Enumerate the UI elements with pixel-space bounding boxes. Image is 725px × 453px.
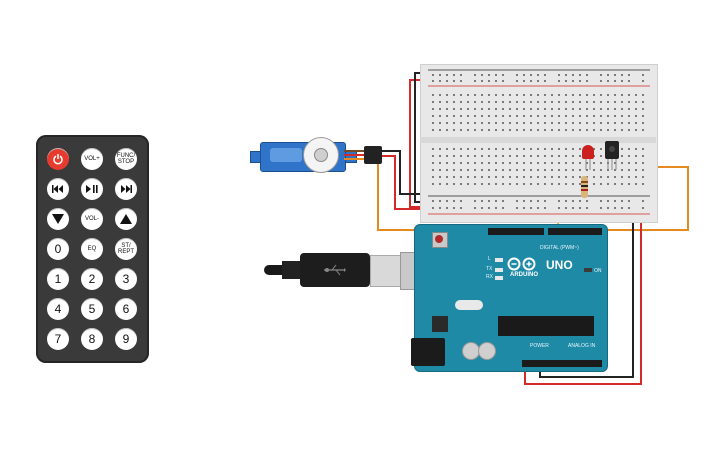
servo-hub: [314, 148, 328, 162]
l-led: [495, 258, 503, 262]
analog-in-label: ANALOG IN: [568, 343, 596, 349]
crystal-oscillator: [455, 300, 483, 310]
four-button[interactable]: 4: [47, 298, 69, 320]
arduino-logo-icon: [507, 257, 536, 271]
arduino-brand: ARDUINO: [510, 272, 538, 278]
voltage-regulator: [432, 316, 448, 332]
capacitor-right: [478, 342, 496, 360]
play-pause-icon: [86, 185, 98, 193]
eight-button[interactable]: 8: [81, 328, 103, 350]
power-header: [522, 360, 570, 367]
func-stop-label: FUNC/ STOP: [116, 153, 136, 165]
analog-header: [556, 360, 602, 367]
four-label: 4: [54, 302, 62, 316]
breadboard[interactable]: [420, 64, 658, 223]
st-rept-button[interactable]: ST/ REPT: [115, 238, 137, 260]
six-label: 6: [122, 302, 130, 316]
power-label: POWER: [530, 343, 549, 349]
reset-button[interactable]: [435, 235, 443, 243]
servo-label-plate: [270, 148, 302, 162]
usb-icon: [324, 264, 346, 276]
func-stop-button[interactable]: FUNC/ STOP: [115, 148, 137, 170]
rx-label: RX: [486, 274, 493, 280]
one-label: 1: [54, 272, 62, 286]
usb-cable-tail: [264, 265, 286, 275]
vol-down-label: VOL-: [84, 216, 99, 222]
three-button[interactable]: 3: [115, 268, 137, 290]
servo-connector: [364, 146, 382, 164]
ir-receiver-lens: [609, 146, 615, 152]
zero-button[interactable]: 0: [47, 238, 69, 260]
eq-button[interactable]: EQ: [81, 238, 103, 260]
rewind-button[interactable]: [47, 178, 69, 200]
two-button[interactable]: 2: [81, 268, 103, 290]
breadboard-center-gap: [420, 137, 656, 143]
nine-label: 9: [122, 332, 130, 346]
down-triangle-icon: [52, 214, 64, 224]
arduino-uno-board[interactable]: [414, 224, 608, 372]
digital-header-left: [488, 228, 544, 235]
l-label: L: [488, 256, 491, 262]
on-label: ON: [594, 268, 602, 274]
usb-plug[interactable]: [300, 253, 370, 287]
rx-led: [495, 276, 503, 280]
resistor[interactable]: [581, 176, 588, 198]
eq-label: EQ: [87, 246, 97, 252]
up-button[interactable]: [115, 208, 137, 230]
five-label: 5: [88, 302, 96, 316]
digital-label: DIGITAL (PWM~): [540, 245, 579, 251]
down-button[interactable]: [47, 208, 69, 230]
power-button[interactable]: [47, 148, 69, 170]
tx-label: TX: [486, 266, 493, 272]
red-led[interactable]: [582, 145, 594, 159]
up-triangle-icon: [120, 214, 132, 224]
one-button[interactable]: 1: [47, 268, 69, 290]
zero-label: 0: [54, 242, 62, 256]
fast-forward-button[interactable]: [115, 178, 137, 200]
two-label: 2: [88, 272, 96, 286]
digital-header-right: [548, 228, 602, 235]
rewind-icon: [52, 185, 63, 193]
power-icon: [53, 154, 63, 165]
st-rept-label: ST/ REPT: [117, 243, 134, 255]
three-label: 3: [122, 272, 130, 286]
on-led: [584, 268, 592, 272]
eight-label: 8: [88, 332, 96, 346]
microcontroller-chip: [498, 316, 594, 336]
fast-forward-icon: [121, 185, 132, 193]
dc-power-jack: [411, 338, 445, 366]
five-button[interactable]: 5: [81, 298, 103, 320]
arduino-model: UNO: [546, 258, 573, 272]
seven-button[interactable]: 7: [47, 328, 69, 350]
vol-down-button[interactable]: VOL-: [81, 208, 103, 230]
six-button[interactable]: 6: [115, 298, 137, 320]
play-pause-button[interactable]: [81, 178, 103, 200]
vol-up-button[interactable]: VOL+: [81, 148, 103, 170]
wire-red-right[interactable]: [524, 222, 642, 385]
seven-label: 7: [54, 332, 62, 346]
nine-button[interactable]: 9: [115, 328, 137, 350]
vol-up-label: VOL+: [84, 156, 100, 162]
usb-connector: [370, 255, 402, 287]
tx-led: [495, 268, 503, 272]
